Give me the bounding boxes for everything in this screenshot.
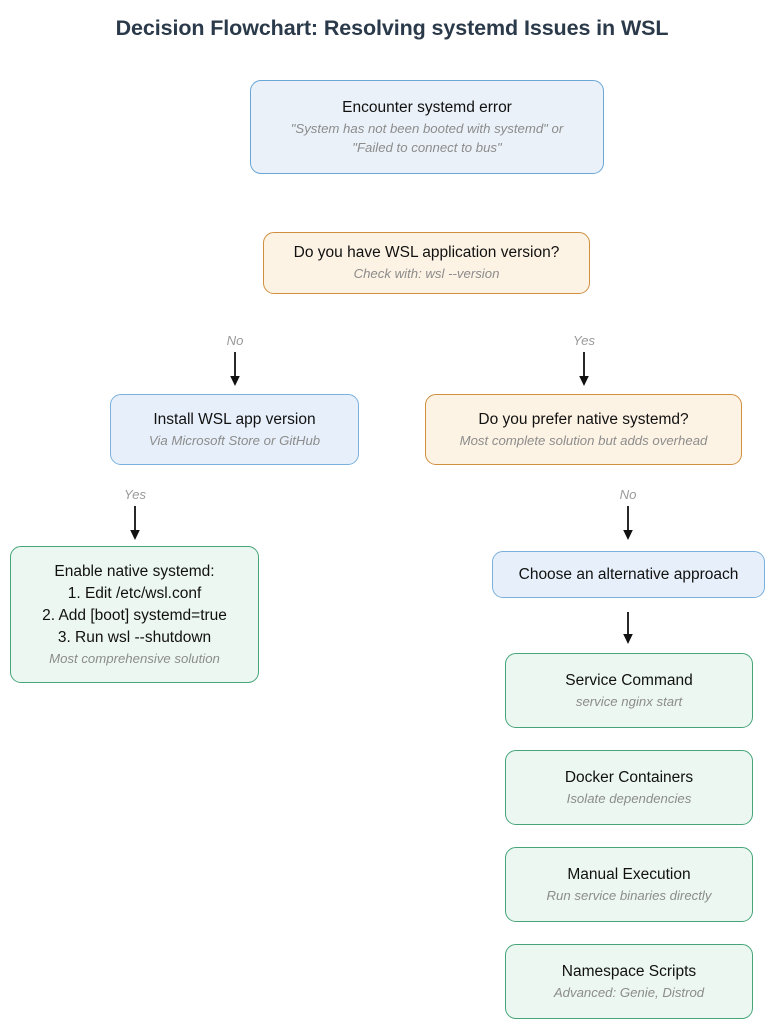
node-subtitle: Check with: wsl --version bbox=[353, 266, 500, 282]
node-title: Service Command bbox=[565, 671, 693, 689]
node-decision-wsl-application-version[interactable]: Do you have WSL application version? Che… bbox=[263, 232, 590, 294]
edge-label-yes-install-wsl: Yes bbox=[124, 487, 146, 502]
node-install-wsl-app-version[interactable]: Install WSL app version Via Microsoft St… bbox=[110, 394, 359, 465]
node-choose-alternative-approach[interactable]: Choose an alternative approach bbox=[492, 551, 765, 598]
node-subtitle: Isolate dependencies bbox=[566, 790, 692, 806]
edge-label-no-wsl-version: No bbox=[226, 333, 244, 348]
node-step-3: 3. Run wsl --shutdown bbox=[57, 628, 212, 646]
node-title: Do you have WSL application version? bbox=[293, 244, 560, 262]
node-subtitle-line-1: "System has not been booted with systemd… bbox=[290, 120, 564, 136]
node-step-2: 2. Add [boot] systemd=true bbox=[42, 606, 227, 624]
arrow-down-to-choose-alternative bbox=[618, 506, 638, 542]
node-encounter-systemd-error[interactable]: Encounter systemd error "System has not … bbox=[250, 80, 604, 174]
node-subtitle: service nginx start bbox=[575, 693, 683, 709]
node-subtitle: Run service binaries directly bbox=[546, 887, 712, 903]
node-title: Encounter systemd error bbox=[342, 98, 512, 116]
node-docker-containers[interactable]: Docker Containers Isolate dependencies bbox=[505, 750, 753, 825]
node-namespace-scripts[interactable]: Namespace Scripts Advanced: Genie, Distr… bbox=[505, 944, 753, 1019]
node-title: Install WSL app version bbox=[153, 410, 316, 428]
edge-label-no-prefer-native: No bbox=[619, 487, 637, 502]
node-subtitle: Most complete solution but adds overhead bbox=[459, 432, 708, 448]
node-title: Manual Execution bbox=[567, 865, 691, 883]
node-subtitle: Advanced: Genie, Distrod bbox=[553, 984, 705, 1000]
arrow-down-to-prefer-native bbox=[574, 352, 594, 388]
node-enable-native-systemd[interactable]: Enable native systemd: 1. Edit /etc/wsl.… bbox=[10, 546, 259, 683]
node-service-command[interactable]: Service Command service nginx start bbox=[505, 653, 753, 728]
page-title: Decision Flowchart: Resolving systemd Is… bbox=[115, 16, 669, 40]
node-subtitle: Most comprehensive solution bbox=[49, 650, 220, 666]
edge-label-yes-wsl-version: Yes bbox=[573, 333, 595, 348]
node-title: Choose an alternative approach bbox=[518, 565, 739, 583]
arrow-down-to-service-command bbox=[618, 612, 638, 646]
node-decision-prefer-native-systemd[interactable]: Do you prefer native systemd? Most compl… bbox=[425, 394, 742, 465]
node-title: Enable native systemd: bbox=[54, 562, 215, 580]
node-step-1: 1. Edit /etc/wsl.conf bbox=[67, 584, 202, 602]
node-title: Namespace Scripts bbox=[561, 962, 697, 980]
node-manual-execution[interactable]: Manual Execution Run service binaries di… bbox=[505, 847, 753, 922]
node-subtitle: Via Microsoft Store or GitHub bbox=[148, 432, 321, 448]
arrow-down-to-install-wsl bbox=[225, 352, 245, 388]
arrow-down-to-enable-native bbox=[125, 506, 145, 542]
node-title: Docker Containers bbox=[564, 768, 694, 786]
node-title: Do you prefer native systemd? bbox=[478, 410, 689, 428]
node-subtitle-line-2: "Failed to connect to bus" bbox=[352, 140, 502, 155]
